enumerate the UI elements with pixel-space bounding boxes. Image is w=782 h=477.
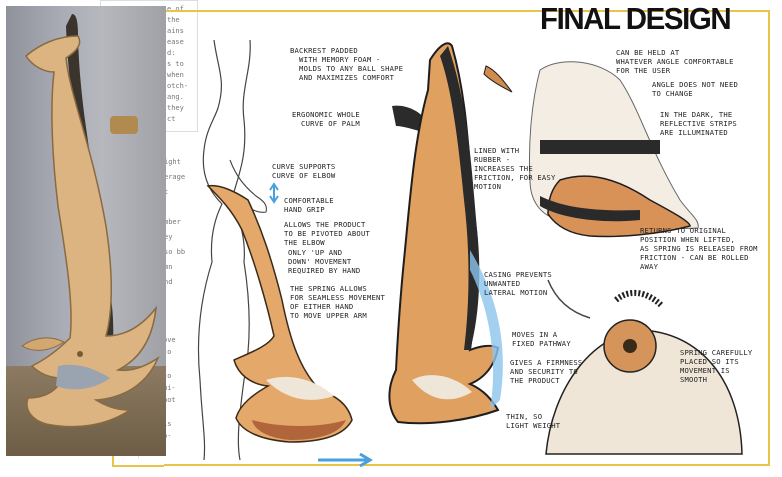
sheet-text-fragment: to [163,348,172,356]
sketch-spring-coil [614,289,665,309]
sketch-spring-arc [547,279,591,319]
note-backrest: BACKREST PADDED WITH MEMORY FOAM - MOLDS… [290,46,404,82]
note-thin: THIN, SO LIGHT WEIGHT [506,412,561,430]
note-moves: MOVES IN A FIXED PATHWAY [512,330,571,348]
note-curve: CURVE SUPPORTS CURVE OF ELBOW [272,162,336,180]
sketch-closeup-device [547,175,691,238]
sketch-figure-outline [197,39,251,461]
note-casing: CASING PREVENTS UNWANTED LATERAL MOTION [484,270,552,297]
sketch-closeup-reflective-strip [540,140,660,154]
prototype-peg [110,116,138,134]
prototype-body [25,35,160,428]
arrow-up-down [269,182,279,204]
sketch-device-main-tail [483,65,513,93]
note-held: CAN BE HELD AT WHATEVER ANGLE COMFORTABL… [616,48,734,75]
note-grip: COMFORTABLE HAND GRIP [284,196,334,214]
note-ergonomic: ERGONOMIC WHOLE CURVE OF PALM [292,110,360,128]
sheet-text-fragment: ove [163,336,176,344]
sheet-text-fragment: otch- [167,82,189,90]
note-gives: GIVES A FIRMNESS AND SECURITY TO THE PRO… [510,358,583,385]
sketch-frame [164,10,770,466]
note-returns: RETURNS TO ORIGINAL POSITION WHEN LIFTED… [640,226,758,271]
sheet-text-fragment: the [167,16,180,24]
sheet-text-fragment: they [167,104,184,112]
sheet-text-fragment: ight [164,158,181,166]
prototype-model [21,14,160,428]
sheet-text-fragment: t [164,188,169,196]
sheet-text-fragment: is [163,420,172,428]
sheet-text-fragment: to [163,372,172,380]
sheet-text-fragment: p- [163,432,172,440]
sheet-text-fragment: not [163,396,176,404]
sketch-closeup-dark-strip [540,196,640,222]
sheet-text-fragment: so bb [164,248,186,256]
prototype-cutout [56,364,110,390]
sketch-device-left-highlight [266,376,334,400]
sheet-text-fragment: nd [164,278,173,286]
sheet-text-fragment: ui- [163,384,176,392]
sketch-device-main [388,42,500,425]
prototype-photo [6,6,166,456]
sheet-text-fragment: erage [164,173,186,181]
sheet-text-fragment: e of [167,5,184,13]
prototype-screw [77,351,83,357]
sheet-text-fragment: d: [167,49,176,57]
sketch-device-main-dark-edge [440,46,480,350]
sheet-text-fragment: ains [167,27,184,35]
sketch-spring-axle [623,339,637,353]
sketch-device-main-back [392,105,424,132]
sheet-text-fragment: ang. [167,93,184,101]
sheet-text-fragment: ey [164,233,173,241]
sketch-frame-bottom-left [112,465,164,467]
sheet-text-fragment: mber [164,218,181,226]
sheet-text-fragment: s to [167,60,184,68]
note-allows: ALLOWS THE PRODUCT TO BE PIVOTED ABOUT T… [284,220,371,247]
sheet-text-fragment: ease [167,38,184,46]
note-only: ONLY 'UP AND DOWN' MOVEMENT REQUIRED BY … [288,248,361,275]
sheet-text-fragment: mn [164,263,173,271]
sheet-text-fragment: when [167,71,184,79]
prototype-spur [21,337,65,351]
note-angle: ANGLE DOES NOT NEED TO CHANGE [652,80,739,98]
arrow-right [318,452,373,468]
sketch-device-left-shade [252,420,346,440]
note-spring-placed: SPRING CAREFULLY PLACED SO ITS MOVEMENT … [680,348,753,384]
sketch-device-left [206,184,353,443]
sketch-device-main-highlight [412,375,472,400]
sketch-device-main-blue-shadow [470,250,503,410]
note-lined: LINED WITH RUBBER - INCREASES THE FRICTI… [474,146,556,191]
page-title: FINAL DESIGN [540,1,732,36]
sheet-text-fragment: ct [167,115,176,123]
note-spring: THE SPRING ALLOWS FOR SEAMLESS MOVEMENT … [290,284,386,320]
note-dark: IN THE DARK, THE REFLECTIVE STRIPS ARE I… [660,110,737,137]
